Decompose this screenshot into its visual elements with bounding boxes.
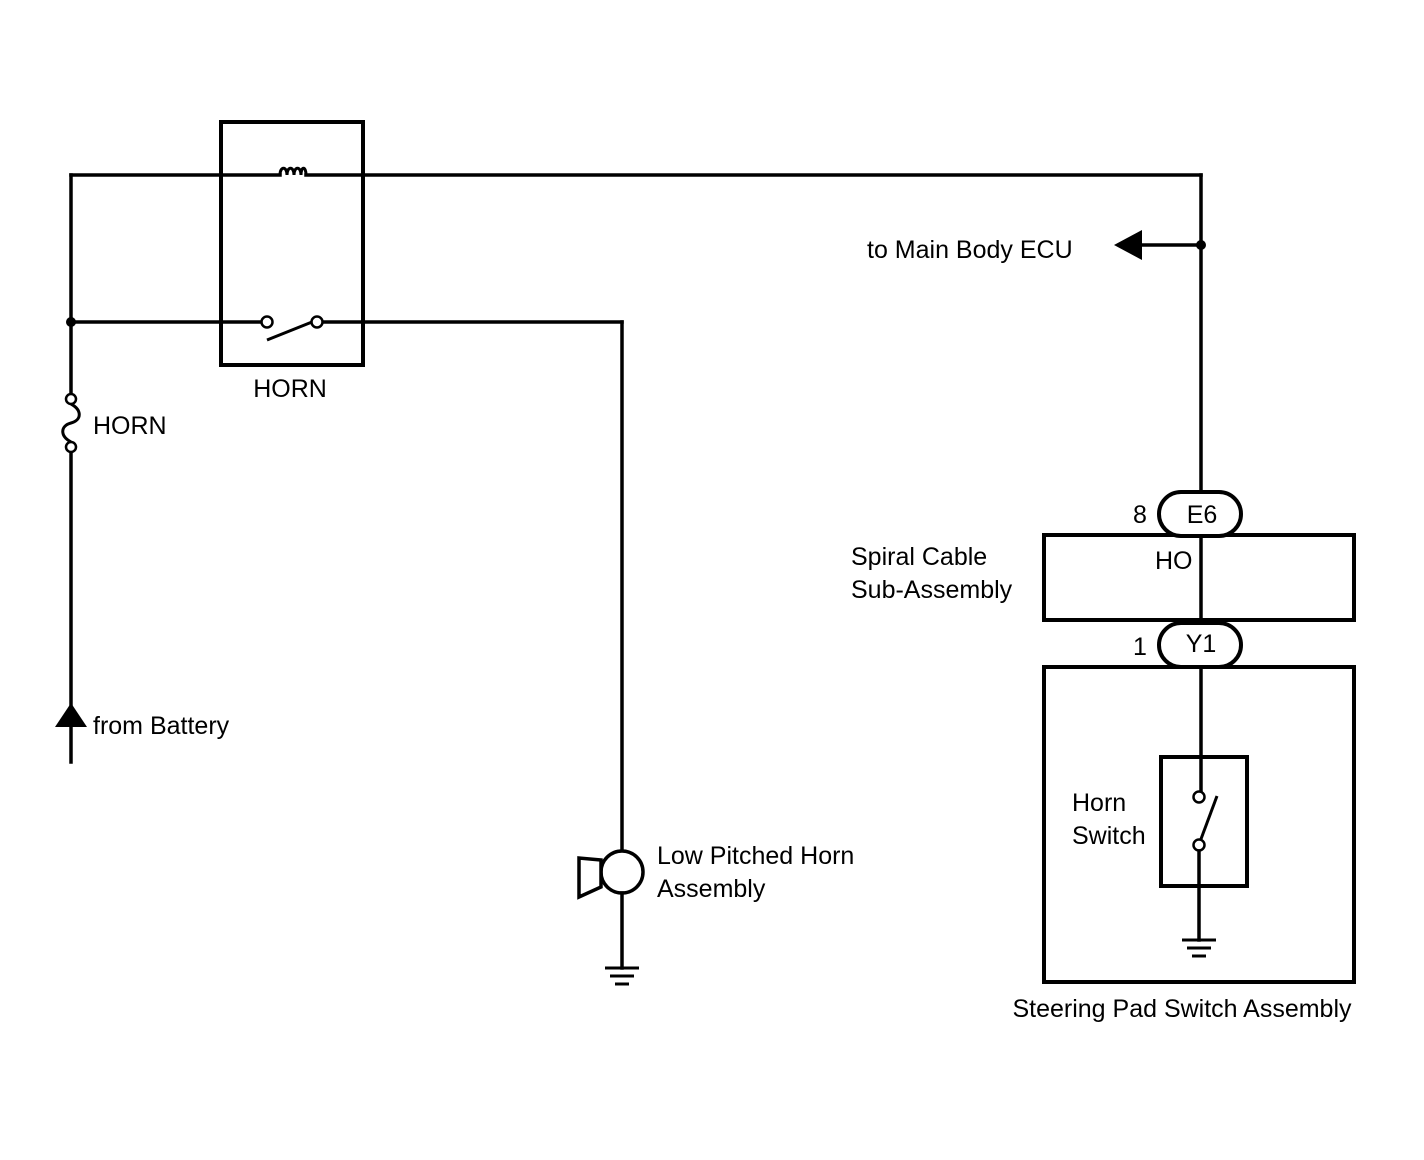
from-battery-label: from Battery bbox=[93, 712, 230, 740]
relay-switch-icon bbox=[266, 320, 313, 342]
to-ecu-label: to Main Body ECU bbox=[867, 236, 1073, 264]
ground-icon bbox=[1182, 938, 1216, 958]
spiral-cable-label-line2: Sub-Assembly bbox=[851, 576, 1013, 604]
connector-e6-pin: 8 bbox=[1133, 501, 1147, 529]
fuse-label: HORN bbox=[93, 412, 167, 440]
relay-contact-circuit bbox=[69, 315, 624, 852]
relay-coil-icon bbox=[278, 166, 308, 176]
connector-e6-label: E6 bbox=[1187, 501, 1218, 529]
to-ecu-branch bbox=[1114, 230, 1203, 260]
horn-relay-box bbox=[219, 120, 365, 367]
horn-switch-label-line2: Switch bbox=[1072, 822, 1146, 850]
relay-label: HORN bbox=[253, 375, 327, 403]
horn-speaker-icon bbox=[577, 849, 645, 900]
fuse-symbol bbox=[61, 392, 81, 454]
horn-assembly-label-line1: Low Pitched Horn bbox=[657, 842, 854, 870]
steering-pad-box bbox=[1042, 665, 1356, 984]
spiral-cable-label-line1: Spiral Cable bbox=[851, 543, 987, 571]
spiral-terminal-label: HO bbox=[1155, 547, 1193, 575]
coil-circuit bbox=[69, 166, 1206, 499]
ground-icon bbox=[605, 966, 639, 986]
supply-rail bbox=[66, 173, 76, 764]
from-battery-arrow-icon bbox=[55, 703, 87, 727]
to-ecu-arrow-icon bbox=[1114, 230, 1142, 260]
horn-switch-icon bbox=[1192, 790, 1219, 852]
connector-y1-pin: 1 bbox=[1133, 633, 1147, 661]
spiral-cable-box bbox=[1042, 533, 1356, 622]
horn-switch-box bbox=[1159, 755, 1249, 888]
steering-pad-label: Steering Pad Switch Assembly bbox=[1012, 995, 1352, 1023]
connector-y1-label: Y1 bbox=[1186, 630, 1217, 658]
horn-switch-label-line1: Horn bbox=[1072, 789, 1126, 817]
horn-assembly-label-line2: Assembly bbox=[657, 875, 766, 903]
